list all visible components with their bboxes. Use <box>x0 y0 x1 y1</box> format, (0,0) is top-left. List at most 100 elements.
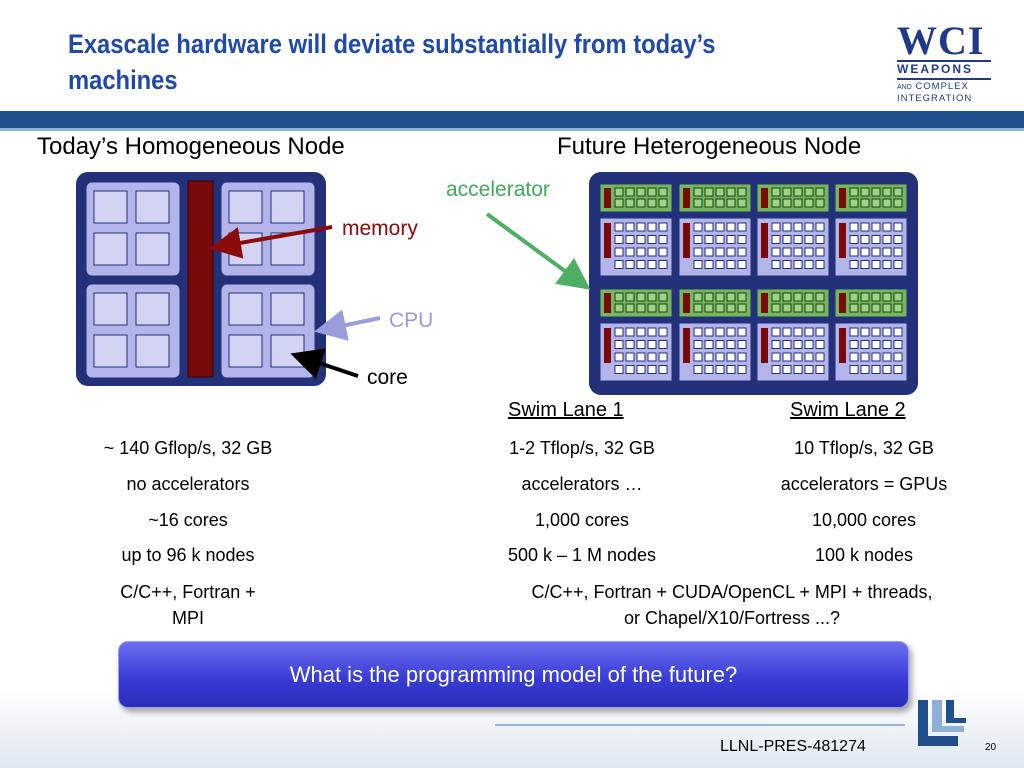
core <box>815 352 825 362</box>
memory-bar <box>839 328 846 363</box>
core <box>860 365 870 374</box>
memory-bar <box>761 293 768 313</box>
core <box>815 365 825 374</box>
swim-lane-1-heading: Swim Lane 1 <box>508 399 624 421</box>
accelerator-core <box>715 303 725 313</box>
core <box>893 352 903 362</box>
core <box>658 327 668 337</box>
accelerator-core <box>782 198 792 208</box>
core <box>815 247 825 257</box>
wci-logo: WCI WEAPONS AND COMPLEX INTEGRATION <box>897 18 991 104</box>
logo-and-complex: AND COMPLEX <box>897 81 991 93</box>
core <box>704 260 714 269</box>
core <box>647 222 657 232</box>
today-node-heading: Today’s Homogeneous Node <box>37 133 345 160</box>
core <box>849 222 859 232</box>
cpu-label: CPU <box>389 309 434 332</box>
page-number: 20 <box>985 742 997 753</box>
core <box>704 235 714 244</box>
core <box>625 340 635 349</box>
core <box>882 327 892 337</box>
accelerator-core <box>893 198 903 208</box>
accelerator-core <box>704 303 714 313</box>
logo-complex-text: COMPLEX <box>915 81 969 92</box>
accelerator-label: accelerator <box>446 178 550 201</box>
accelerator-core <box>771 187 781 197</box>
core <box>737 260 747 269</box>
core-arrow <box>290 348 359 379</box>
accelerator-core <box>614 198 624 208</box>
core <box>658 365 668 374</box>
memory-bar <box>839 223 846 258</box>
core <box>782 340 792 349</box>
cpu-arrow <box>314 309 381 341</box>
accelerator-core <box>882 187 892 197</box>
footer-id: LLNL-PRES-481274 <box>720 738 866 755</box>
today-language-line2: MPI <box>171 608 204 628</box>
core <box>793 222 803 232</box>
cpu-block <box>220 181 316 277</box>
accelerator-core <box>815 292 825 302</box>
accelerator-core <box>804 187 814 197</box>
accelerator-core <box>893 303 903 313</box>
core <box>849 260 859 269</box>
core <box>771 352 781 362</box>
accelerator-core <box>893 187 903 197</box>
core <box>771 260 781 269</box>
future-node-heading: Future Heterogeneous Node <box>557 133 862 160</box>
core <box>849 235 859 244</box>
core <box>860 352 870 362</box>
accelerator-core <box>693 303 703 313</box>
accelerator-core <box>860 198 870 208</box>
accelerator-core <box>715 292 725 302</box>
accelerator-core <box>704 187 714 197</box>
core <box>625 327 635 337</box>
core <box>804 247 814 257</box>
core <box>804 365 814 374</box>
accelerator-core <box>647 198 657 208</box>
core <box>737 340 747 349</box>
future-language-line2: or Chapel/X10/Fortress ...? <box>623 608 841 628</box>
memory-bar <box>761 188 768 208</box>
wci-logo-mark: WCI <box>897 18 985 63</box>
footer-divider <box>495 724 905 726</box>
core <box>882 260 892 269</box>
core <box>893 260 903 269</box>
core <box>704 352 714 362</box>
memory-bar <box>683 188 690 208</box>
core <box>704 340 714 349</box>
core <box>715 247 725 257</box>
core <box>693 365 703 374</box>
core <box>647 340 657 349</box>
core <box>849 365 859 374</box>
accelerator-core <box>860 187 870 197</box>
core <box>636 222 646 232</box>
memory-bar <box>761 328 768 363</box>
swim-lane-2-heading: Swim Lane 2 <box>790 399 906 421</box>
accelerator-core <box>636 187 646 197</box>
core <box>647 327 657 337</box>
accelerator-core <box>893 292 903 302</box>
accelerator-core <box>815 198 825 208</box>
core <box>893 327 903 337</box>
accelerator-core <box>793 303 803 313</box>
core <box>726 260 736 269</box>
accelerator-core <box>704 292 714 302</box>
memory-bar <box>604 188 611 208</box>
accelerator-core <box>737 303 747 313</box>
memory-bar <box>683 223 690 258</box>
core <box>658 352 668 362</box>
core <box>893 340 903 349</box>
logo-integration-text: INTEGRATION <box>897 93 973 104</box>
question-banner: What is the programming model of the fut… <box>118 641 909 708</box>
core <box>849 247 859 257</box>
accelerator-core <box>871 198 881 208</box>
memory-bar <box>839 188 846 208</box>
core <box>871 352 881 362</box>
core <box>782 260 792 269</box>
core <box>647 365 657 374</box>
core <box>658 222 668 232</box>
core <box>726 327 736 337</box>
today-nodes: up to 96 k nodes <box>121 545 255 565</box>
core <box>647 247 657 257</box>
